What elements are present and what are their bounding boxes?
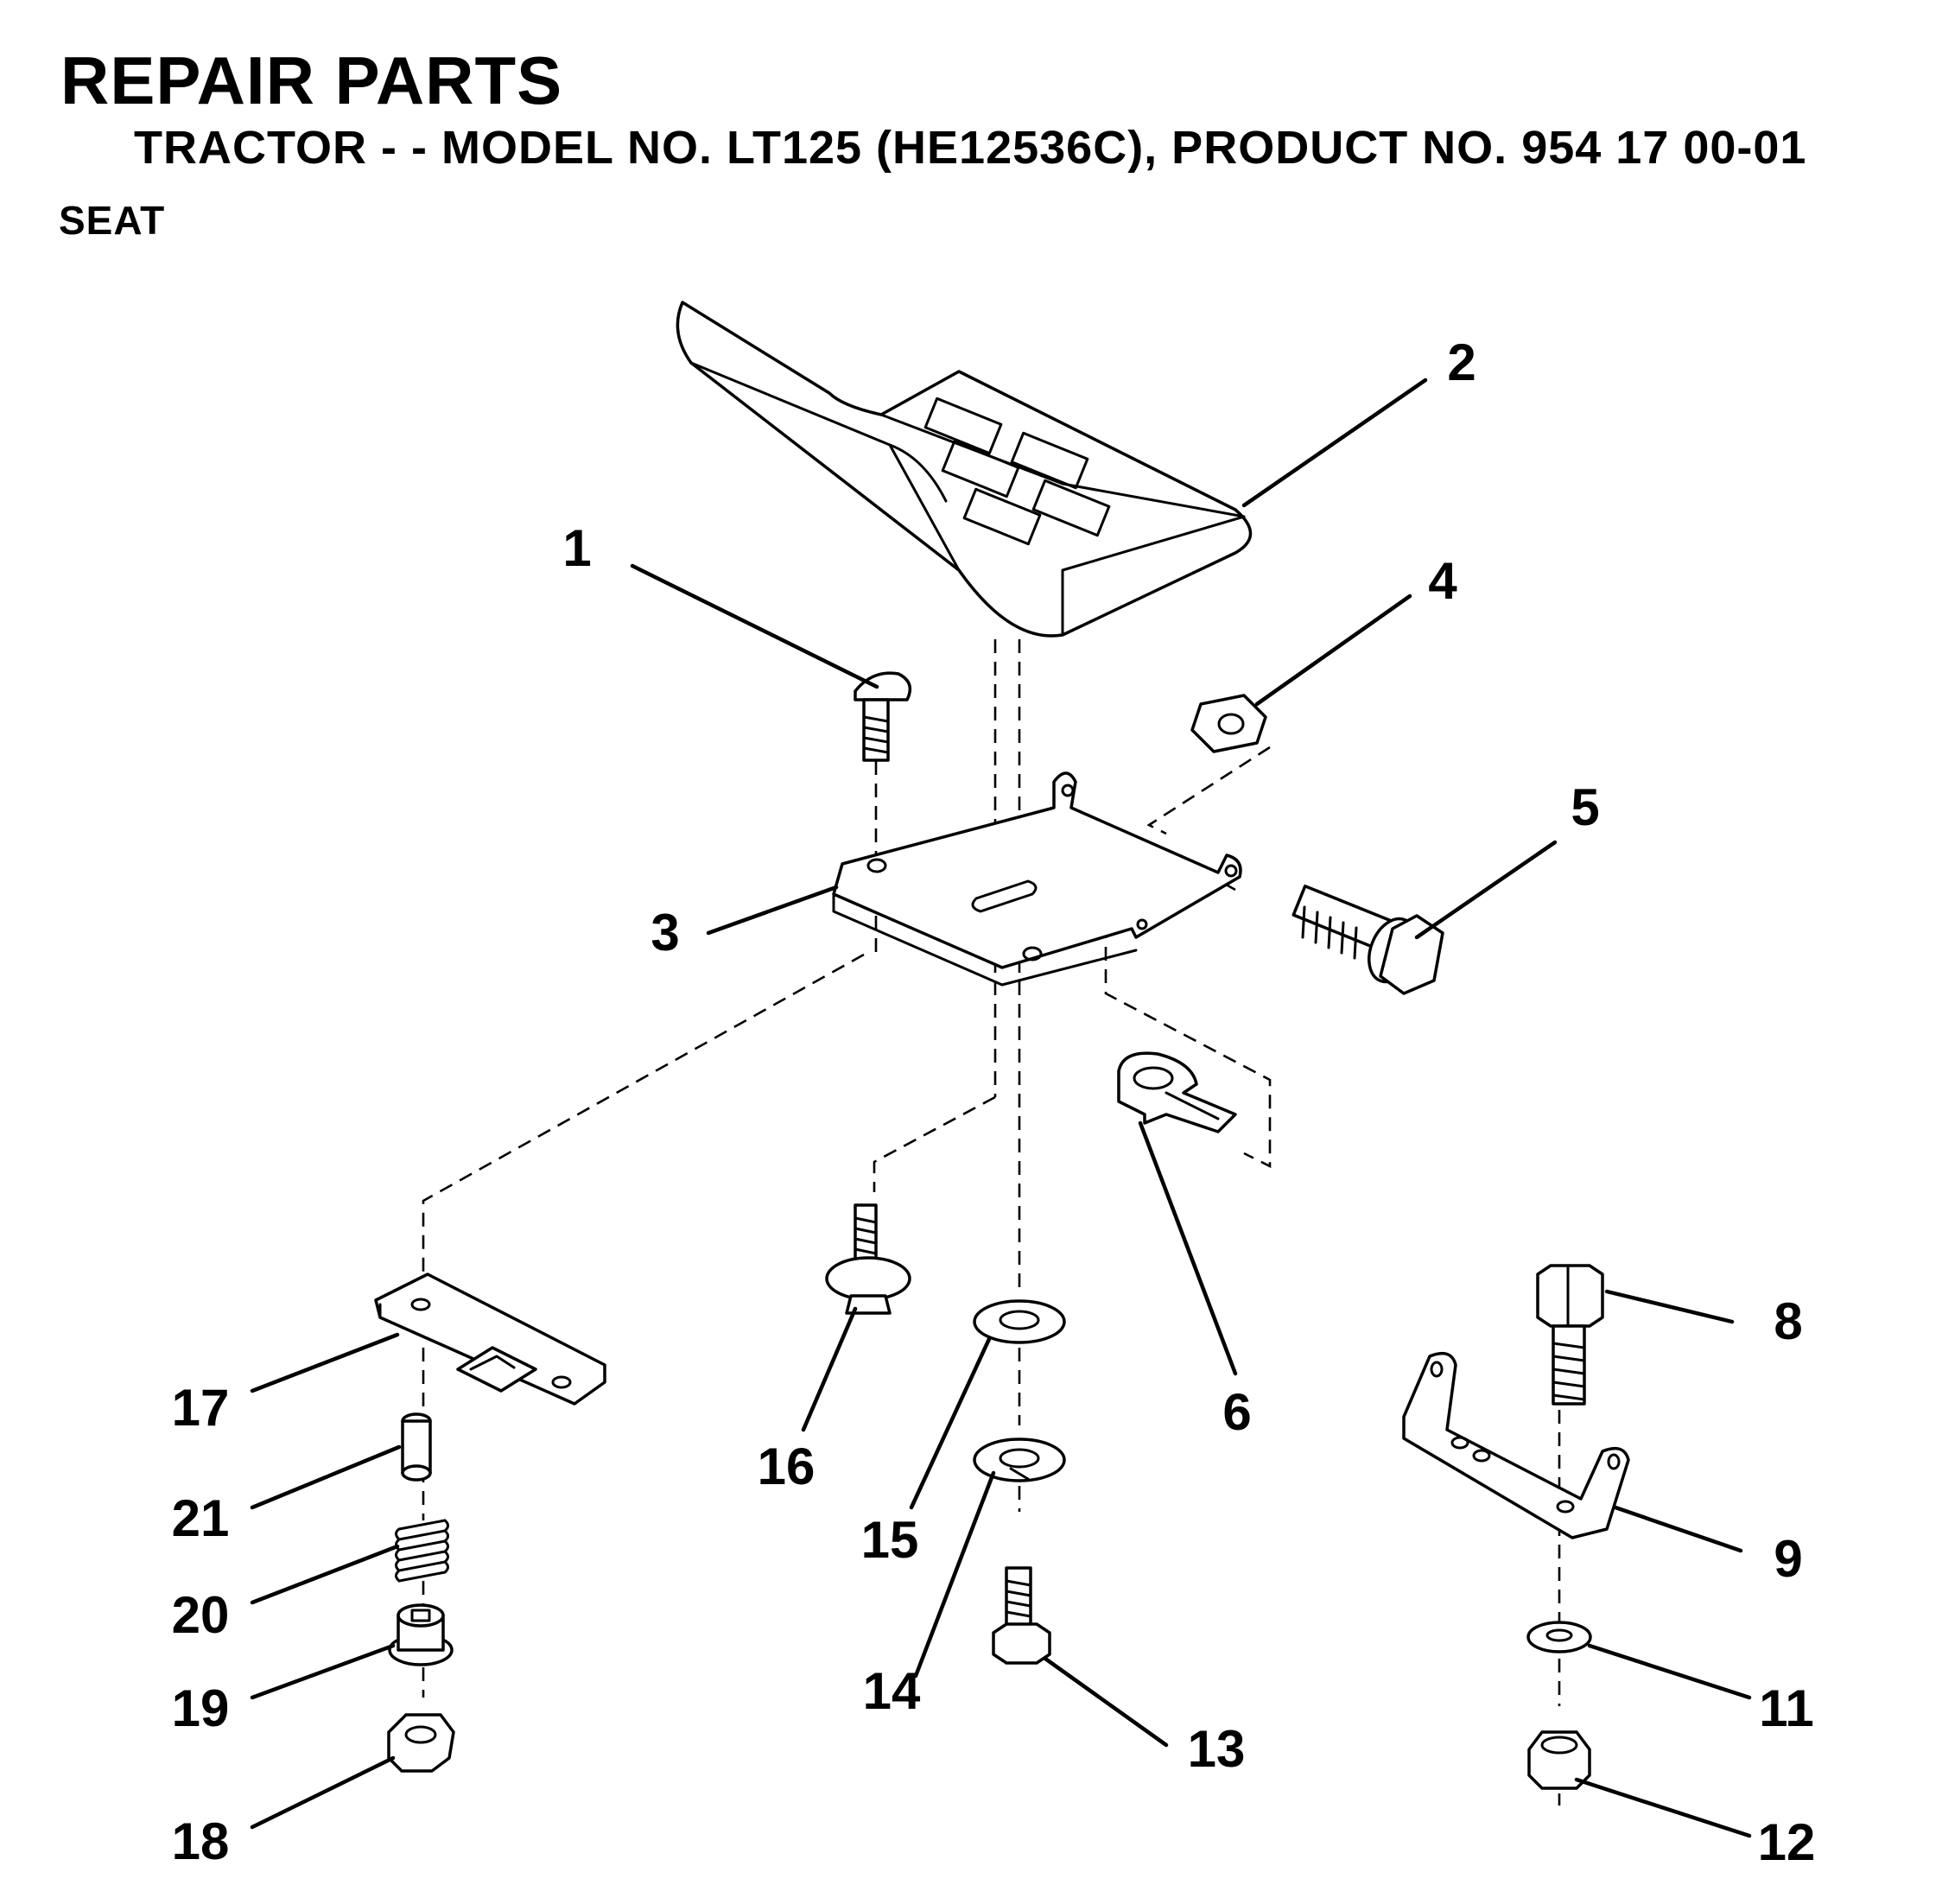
flange-bolt	[1291, 884, 1444, 995]
retainer-clip	[1117, 1051, 1237, 1133]
pin	[401, 1412, 432, 1482]
flange-nut	[387, 1713, 455, 1773]
callout-14: 14	[863, 1662, 921, 1720]
lock-washer	[973, 1438, 1066, 1482]
callout-11: 11	[1759, 1679, 1813, 1737]
hex-nut	[1190, 694, 1267, 753]
hex-bolt-small	[992, 1566, 1051, 1665]
seat-slide-rail	[374, 1273, 606, 1406]
callout-15: 15	[861, 1511, 919, 1569]
callout-19: 19	[172, 1679, 230, 1737]
hex-bolt-large	[1536, 1264, 1604, 1406]
callout-numbers: 1 2 3 4 5 6 8 9 11 12 13 14 15 16 17 18 …	[172, 333, 1816, 1871]
callout-16: 16	[758, 1438, 816, 1495]
callout-5: 5	[1571, 778, 1599, 836]
callout-2: 2	[1447, 333, 1476, 391]
support-bracket	[1402, 1351, 1630, 1539]
knob-bushing	[388, 1603, 454, 1666]
seat-bracket	[832, 771, 1242, 987]
model-subtitle: TRACTOR - - MODEL NO. LT125 (HE12536C), …	[134, 122, 1807, 174]
leader-lines	[250, 378, 1752, 1838]
page-title: REPAIR PARTS	[60, 42, 563, 118]
callout-6: 6	[1222, 1383, 1251, 1441]
callout-1: 1	[562, 519, 591, 577]
assembly-lines	[422, 639, 1561, 1806]
flat-washer	[973, 1299, 1066, 1344]
callout-12: 12	[1758, 1813, 1816, 1871]
callout-8: 8	[1774, 1292, 1802, 1350]
callout-21: 21	[172, 1489, 230, 1547]
callout-9: 9	[1774, 1530, 1802, 1588]
carriage-bolt	[854, 671, 912, 762]
lock-nut	[1527, 1730, 1591, 1790]
section-label: SEAT	[59, 198, 166, 243]
callout-4: 4	[1428, 552, 1457, 610]
spring	[395, 1519, 449, 1583]
callout-18: 18	[172, 1812, 230, 1870]
callout-17: 17	[172, 1379, 230, 1437]
washer-small	[1526, 1621, 1592, 1653]
seat	[676, 301, 1253, 638]
callout-20: 20	[172, 1586, 230, 1644]
callout-3: 3	[651, 904, 679, 962]
shoulder-bolt	[825, 1203, 911, 1315]
callout-13: 13	[1188, 1720, 1246, 1778]
